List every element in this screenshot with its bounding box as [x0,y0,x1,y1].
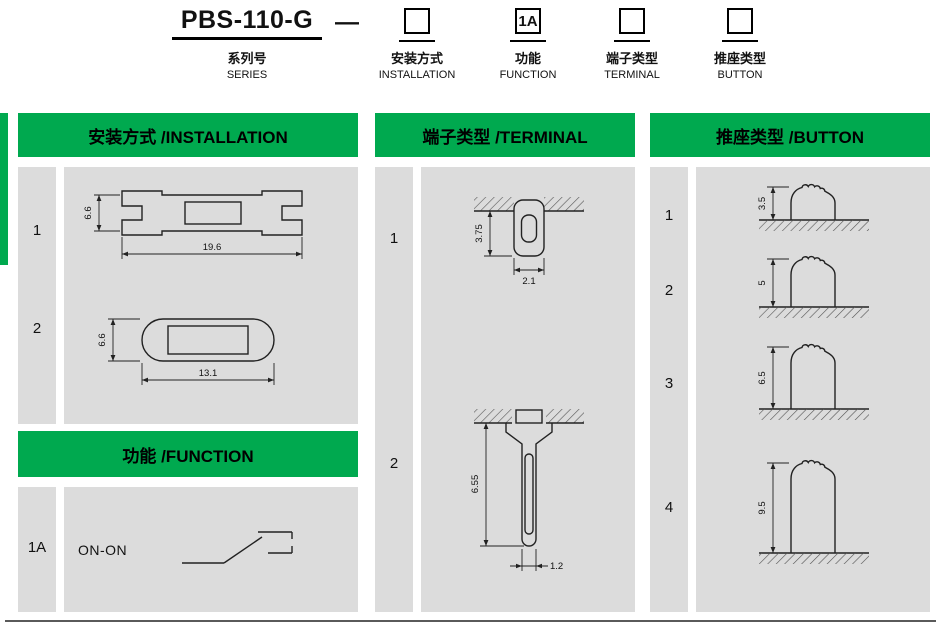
installation-number-column: 1 2 [18,167,56,424]
terminal-option-1-number: 1 [389,230,399,247]
mount-hatch-right [544,197,584,211]
terminal-lug-hole [520,214,538,243]
terminal-top-tab [515,409,543,424]
button-number-column: 1 2 3 4 [650,167,688,612]
button-option-2-number: 2 [664,282,674,299]
separator-dash: — [335,9,359,36]
button-option-4-number: 4 [664,499,674,516]
button-2-height-dim: 5 [757,280,768,285]
button-option-4-drawing: 9.5 [757,459,869,564]
button-section-header: 推座类型 /BUTTON [650,113,930,157]
button-option-1-number: 1 [664,207,674,224]
terminal-label-zh: 端子类型 [605,51,658,66]
terminal-code-box [619,8,645,34]
button-code-slot [722,8,758,42]
terminal-1-width-dim: 2.1 [522,276,535,287]
button-option-1-drawing: 3.5 [757,183,869,231]
button-cap-outline [790,343,836,409]
series-code: PBS-110-G [172,6,322,40]
installation-option-1-drawing: 6.6 19.6 [83,190,303,259]
installation-code-box [404,8,430,34]
installation-2-length-dim: 13.1 [199,368,218,379]
bracket-outline [121,190,303,236]
ground-hatch [759,409,869,420]
function-code-underline [510,40,546,42]
installation-2-height-dim: 6.6 [97,333,108,346]
series-label-zh: 系列号 [227,51,267,66]
terminal-2-height-dim: 6.55 [470,475,481,494]
series-label: 系列号 SERIES [187,48,307,81]
installation-code-slot [399,8,435,42]
terminal-label-en: TERMINAL [604,69,660,81]
button-code-underline [722,40,758,42]
terminal-code-slot [614,8,650,42]
ground-hatch [759,307,869,318]
page-edge-tab [0,113,8,265]
terminal-option-2-number: 2 [389,455,399,472]
terminal-lug-outline [513,199,545,257]
installation-drawings-panel: 6.6 19.6 6.6 13.1 [64,167,358,424]
function-label-en: FUNCTION [499,69,557,81]
button-3-height-dim: 6.5 [757,371,768,384]
plate-hole [167,325,249,355]
solder-lug-outline [505,423,553,547]
plate-outline [141,318,275,362]
function-field-label: 功能 FUNCTION [468,48,588,81]
function-code-slot: 1A [510,8,546,42]
function-label-zh: 功能 [514,51,541,66]
solder-lug-slot [524,453,534,535]
bracket-hole [184,201,242,225]
mount-hatch-right [546,409,584,423]
ground-hatch [759,553,869,564]
button-label-en: BUTTON [717,69,763,81]
terminal-2-width-dim: 1.2 [550,561,563,572]
button-cap-outline [790,459,836,553]
installation-label-zh: 安装方式 [390,51,443,66]
installation-field-label: 安装方式 INSTALLATION [357,48,477,81]
series-code-text: PBS-110-G [180,6,314,34]
button-cap-outline [790,255,836,307]
button-drawings-panel: 3.5 5 6.5 [696,167,930,612]
installation-1-height-dim: 6.6 [83,206,94,219]
terminal-code-underline [614,40,650,42]
button-field-label: 推座类型 BUTTON [680,48,800,81]
button-code-box [727,8,753,34]
button-option-3-number: 3 [664,375,674,392]
installation-option-1-number: 1 [32,222,42,239]
installation-section-header: 安装方式 /INSTALLATION [18,113,358,157]
function-section-header: 功能 /FUNCTION [18,431,358,477]
function-panel: ON-ON [64,487,358,612]
button-option-2-drawing: 5 [757,255,869,318]
bottom-rule [5,620,936,622]
terminal-1-height-dim: 3.75 [474,224,485,243]
mount-hatch-left [474,197,514,211]
installation-label-en: INSTALLATION [378,69,456,81]
button-1-height-dim: 3.5 [757,197,768,210]
installation-code-underline [399,40,435,42]
terminal-number-column: 1 2 [375,167,413,612]
button-label-zh: 推座类型 [713,51,766,66]
installation-option-2-drawing: 6.6 13.1 [97,318,275,385]
terminal-option-2-drawing: 6.55 1.2 [470,409,584,572]
function-number-column: 1A [18,487,56,612]
ground-hatch [759,220,869,231]
terminal-drawings-panel: 3.75 2.1 6.55 1.2 [421,167,635,612]
terminal-field-label: 端子类型 TERMINAL [572,48,692,81]
mount-hatch-left [474,409,512,423]
terminal-section-header: 端子类型 /TERMINAL [375,113,635,157]
button-4-height-dim: 9.5 [757,501,768,514]
installation-1-length-dim: 19.6 [203,242,222,253]
function-code-box: 1A [515,8,541,34]
button-option-3-drawing: 6.5 [757,343,869,420]
terminal-option-1-drawing: 3.75 2.1 [474,197,584,287]
series-label-en: SERIES [226,69,268,81]
spdt-switch-symbol [182,531,293,564]
function-option-label: ON-ON [78,541,128,558]
button-cap-outline [790,183,836,220]
installation-option-2-number: 2 [32,320,42,337]
function-option-number: 1A [27,539,47,556]
